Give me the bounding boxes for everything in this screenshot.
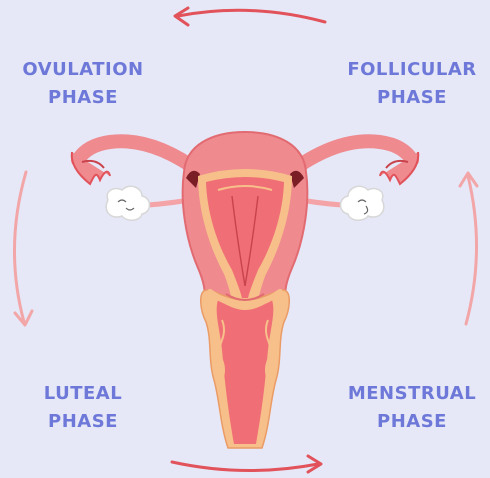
uterus-illustration bbox=[72, 132, 419, 448]
right-ovary bbox=[341, 186, 384, 220]
arrow-up-icon bbox=[460, 173, 477, 324]
arrow-right-icon bbox=[172, 456, 321, 472]
left-ovary bbox=[106, 186, 149, 220]
arrow-left-icon bbox=[175, 8, 325, 25]
arrow-down-icon bbox=[14, 172, 32, 325]
